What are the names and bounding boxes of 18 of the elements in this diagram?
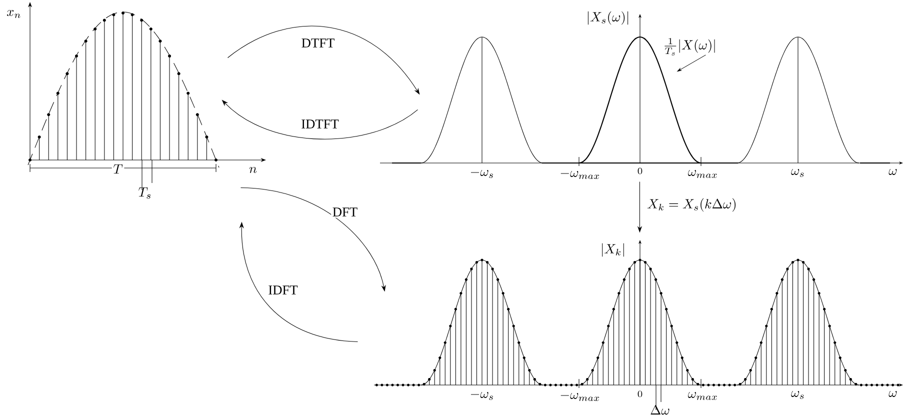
dimension-label: $T$ (112, 163, 124, 175)
tick-label: $\omega_{max}$ (688, 170, 717, 178)
tick-label: $-\omega_s$ (470, 170, 493, 178)
axis-label: $n$ (249, 166, 257, 173)
tick-label: $0$ (638, 168, 642, 174)
tick-label: $-\omega_{max}$ (560, 170, 600, 179)
axis-label: $\omega$ (888, 168, 897, 175)
axis-label: $|X_s(\omega)|$ (588, 11, 628, 25)
edge-label: DTFT (300, 37, 336, 49)
curve-label: $\frac{1}{T_s}|X(\omega)|$ (664, 38, 715, 56)
edge-label: IDTFT (300, 118, 340, 130)
axis-label: $|X_k|$ (602, 243, 624, 257)
tick-label: $\omega_s$ (791, 168, 804, 177)
edge-label: $X_k = X_s(k\Delta\omega)$ (646, 197, 738, 213)
dimension-label: $\Delta\omega$ (650, 405, 670, 415)
dimension-label: $T_s$ (138, 188, 150, 199)
edge-label: DFT (331, 206, 359, 218)
edge-label: IDFT (266, 284, 300, 296)
